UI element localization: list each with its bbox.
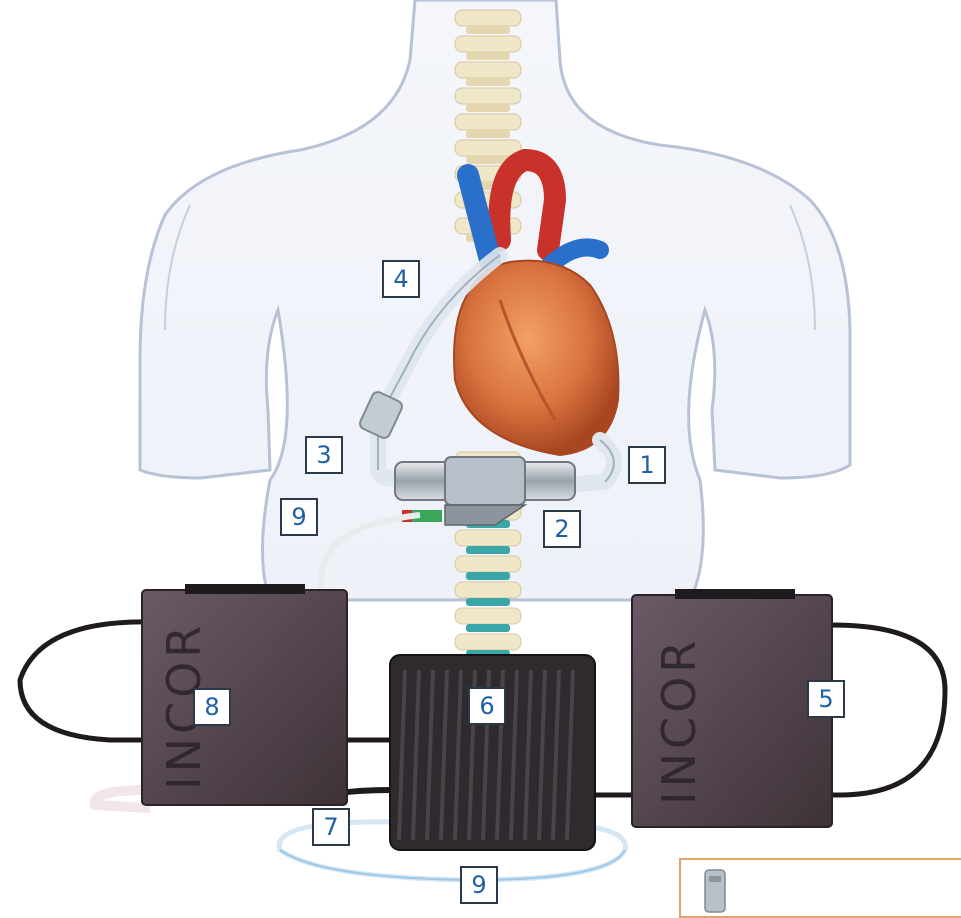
intervertebral-disc [466,78,510,86]
callout-8: 8 [193,688,231,726]
vertebra [455,36,521,52]
intervertebral-disc [466,598,510,606]
callout-5: 5 [807,680,845,718]
intervertebral-disc [466,104,510,112]
vertebra [455,88,521,104]
vertebra [455,556,521,572]
vertebra [455,530,521,546]
vertebra [455,114,521,130]
callout-9-lower: 9 [460,866,498,904]
callout-6: 6 [468,687,506,725]
connector-icon [695,866,735,916]
right-battery: INCOR [632,589,832,827]
controller-unit [390,655,595,850]
callout-1: 1 [628,446,666,484]
callout-7: 7 [312,808,350,846]
vertebra [455,10,521,26]
vertebra [455,582,521,598]
right-battery-label: INCOR [652,637,706,805]
intervertebral-disc [466,624,510,632]
intervertebral-disc [466,572,510,580]
left-battery: INCOR [142,584,347,805]
intervertebral-disc [466,546,510,554]
vertebra [455,140,521,156]
intervertebral-disc [466,52,510,60]
vertebra [455,62,521,78]
callout-9-upper: 9 [280,498,318,536]
callout-2: 2 [543,510,581,548]
intervertebral-disc [466,130,510,138]
callout-3: 3 [305,436,343,474]
intervertebral-disc [466,26,510,34]
vertebra [455,608,521,624]
callout-4: 4 [382,260,420,298]
inset-panel [679,858,961,918]
vertebra [455,634,521,650]
